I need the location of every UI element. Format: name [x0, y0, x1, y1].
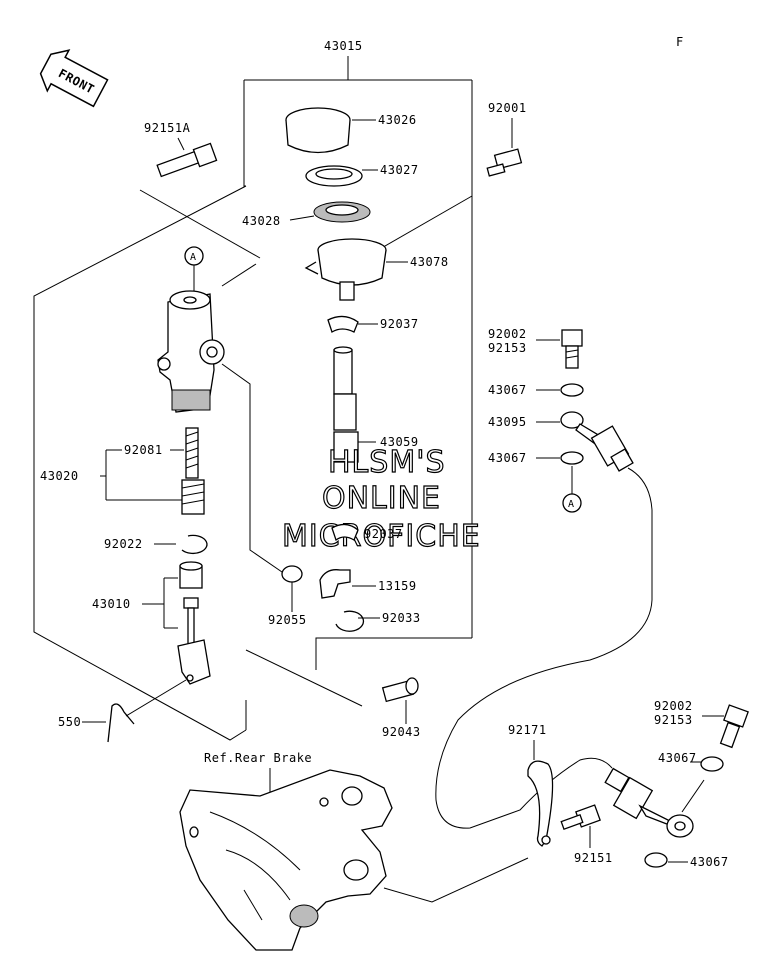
label-92001: 92001 — [488, 101, 527, 115]
front-arrow-icon: FRONT — [39, 49, 109, 108]
elbow-13159: 13159 — [319, 569, 417, 599]
label-43067-c: 43067 — [658, 751, 697, 765]
watermark-line-3: MICROFICHE — [282, 519, 481, 554]
label-92171: 92171 — [508, 723, 547, 737]
reservoir-43078: 43078 — [304, 238, 449, 301]
hose-43059: 43059 — [333, 346, 419, 463]
washer-43067-a: 43067 — [488, 383, 584, 397]
label-92037-lower: 92037 — [364, 527, 403, 541]
pin-92043: 92043 — [245, 649, 421, 739]
watermark-line-1: HLSM'S — [328, 445, 446, 480]
washer-43067-c: 43067 — [658, 751, 724, 772]
washer-43067-d: 43067 — [644, 852, 729, 869]
label-92151a: 92151A — [144, 121, 191, 135]
label-550: 550 — [58, 715, 81, 729]
corner-mark: F — [676, 35, 684, 49]
label-43067-d: 43067 — [690, 855, 729, 869]
label-92081: 92081 — [124, 443, 163, 457]
label-43095: 43095 — [488, 415, 527, 429]
reference-label: Ref.Rear Brake — [204, 751, 312, 765]
label-43067-a: 43067 — [488, 383, 527, 397]
label-92151: 92151 — [574, 851, 613, 865]
clamp-92171: 92171 — [508, 723, 554, 847]
plate-43028: 43028 — [242, 201, 371, 228]
label-43027: 43027 — [380, 163, 419, 177]
label-43020: 43020 — [40, 469, 79, 483]
piston-43010: 43010 — [92, 561, 211, 685]
label-43078: 43078 — [410, 255, 449, 269]
label-92002-lower: 92002 — [654, 699, 693, 713]
circlip-92033: 92033 — [335, 610, 421, 632]
cotter-pin-550: 550 — [58, 679, 187, 743]
banjo-bolt-upper: 92002 92153 — [488, 327, 583, 369]
clamp-92037-upper: 92037 — [327, 315, 419, 333]
watermark-line-2: ONLINE — [322, 481, 441, 516]
label-43028: 43028 — [242, 214, 281, 228]
label-43026: 43026 — [378, 113, 417, 127]
label-92037-upper: 92037 — [380, 317, 419, 331]
hose-route — [435, 467, 653, 829]
spring-92081 — [181, 427, 205, 515]
assembly-bracket-43015: 43015 — [243, 39, 473, 670]
clamp-92037-lower: 92037 — [331, 523, 403, 542]
callout-a-top: A — [190, 252, 197, 263]
callout-a-right-text: A — [568, 499, 575, 510]
group-outline — [33, 185, 247, 741]
reservoir-cap-43026: 43026 — [285, 107, 417, 154]
master-cylinder-body: A — [157, 246, 225, 413]
label-92055: 92055 — [268, 613, 307, 627]
circlip-92022: 92022 — [104, 534, 208, 555]
label-43010: 43010 — [92, 597, 131, 611]
bolt-92151: 92151 — [560, 804, 613, 865]
label-92043: 92043 — [382, 725, 421, 739]
rear-brake-bracket: Ref.Rear Brake — [179, 751, 393, 951]
label-92033: 92033 — [382, 611, 421, 625]
brake-hose-43095: 43095 — [488, 411, 634, 472]
label-92022: 92022 — [104, 537, 143, 551]
label-43059: 43059 — [380, 435, 419, 449]
label-92153-upper: 92153 — [488, 341, 527, 355]
o-ring-92055: 92055 — [268, 565, 307, 627]
screw-92001: 92001 — [486, 101, 527, 177]
washer-43067-b: 43067 — [488, 451, 584, 465]
label-92002-upper: 92002 — [488, 327, 527, 341]
callout-a-right: A — [562, 466, 582, 513]
bolt-92151a: 92151A — [144, 121, 218, 178]
watermark: HLSM'S ONLINE MICROFICHE — [281, 444, 481, 554]
diaphragm-43027: 43027 — [305, 163, 419, 187]
label-92153-lower: 92153 — [654, 713, 693, 727]
banjo-bolt-lower: 92002 92153 — [654, 699, 749, 749]
brake-hose-lower-end — [604, 767, 705, 838]
spring-group-43020: 43020 92081 — [40, 427, 205, 515]
label-13159: 13159 — [378, 579, 417, 593]
label-43015: 43015 — [324, 39, 363, 53]
label-43067-b: 43067 — [488, 451, 527, 465]
